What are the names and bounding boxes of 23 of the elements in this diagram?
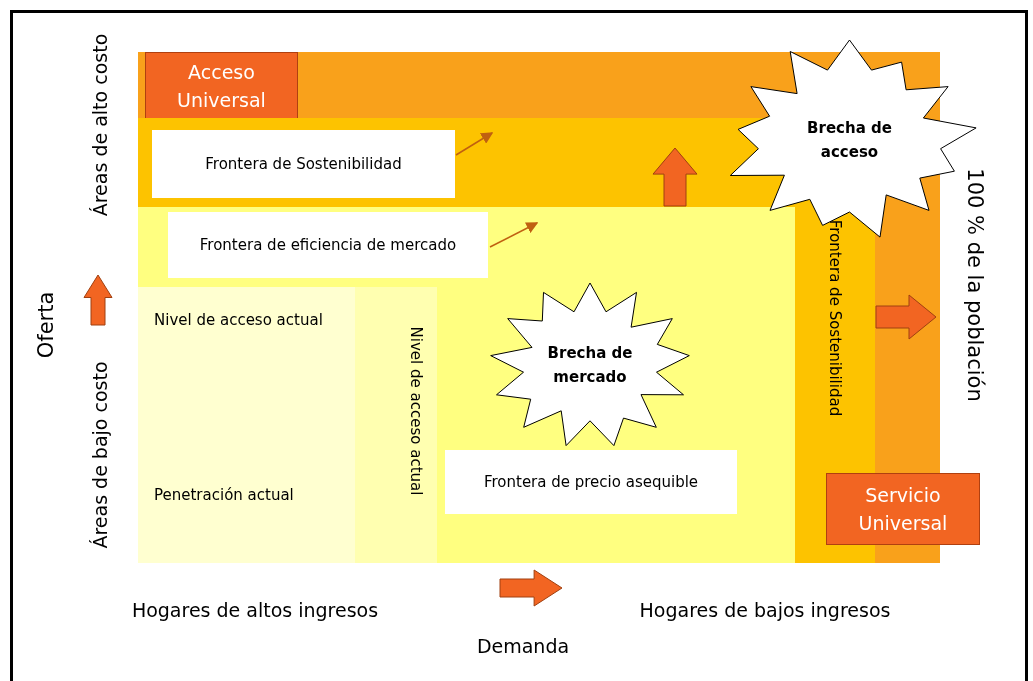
label-box: Acceso Universal — [145, 52, 298, 120]
axis-label: Hogares de altos ingresos — [131, 599, 379, 621]
label-box: Frontera de eficiencia de mercado — [168, 212, 488, 278]
axis-label: Demanda — [476, 635, 570, 657]
band — [138, 287, 355, 563]
vertical-label: Nivel de acceso actual — [407, 326, 425, 496]
label-box: Frontera de precio asequible — [445, 450, 737, 514]
axis-label: 100 % de la población — [963, 168, 987, 402]
label-box: Frontera de Sostenibilidad — [152, 130, 455, 198]
text-label: Nivel de acceso actual — [154, 310, 323, 331]
arrow — [455, 132, 494, 156]
band — [138, 287, 437, 563]
text-label: Penetración actual — [154, 485, 294, 506]
burst-label: Brecha de acceso — [806, 118, 893, 163]
inner-band — [138, 207, 795, 563]
vertical-label: Frontera de Sostenibilidad — [826, 220, 844, 417]
label-box: Servicio Universal — [826, 473, 980, 545]
axis-label: Áreas de alto costo — [89, 33, 111, 217]
arrow — [489, 222, 539, 248]
burst-label: Brecha de mercado — [546, 343, 634, 389]
axis-label: Áreas de bajo costo — [89, 361, 111, 549]
axis-label: Oferta — [34, 291, 58, 359]
axis-label: Hogares de bajos ingresos — [639, 599, 891, 621]
